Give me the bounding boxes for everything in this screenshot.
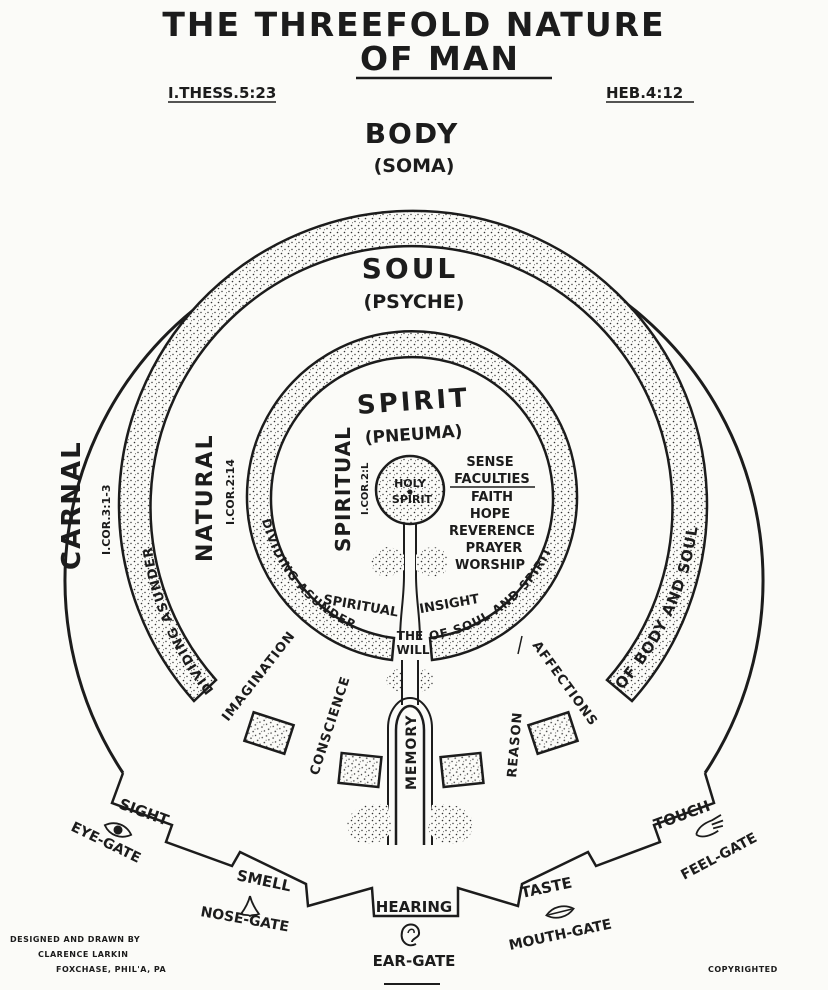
sight-label: SIGHT [117, 795, 172, 830]
carnal-reference: I.COR.3:1-3 [100, 485, 113, 555]
root-right [428, 804, 473, 844]
reason-label: REASON [505, 711, 526, 778]
mouth-icon [545, 904, 575, 921]
spirit-leaves [372, 547, 449, 576]
soul-label: SOUL [362, 252, 459, 285]
feel-gate-label: FEEL-GATE [678, 830, 759, 883]
touch-label: TOUCH [651, 797, 712, 834]
faculty-faith: FAITH [471, 490, 513, 505]
faculty-hope: HOPE [470, 507, 510, 522]
natural-label: NATURAL [193, 433, 218, 562]
affections-box [528, 712, 577, 754]
affections-tick [518, 636, 522, 654]
ear-gate-label: EAR-GATE [373, 952, 456, 970]
faculty-prayer: PRAYER [466, 541, 523, 556]
credits-line-3: FOXCHASE, PHIL'A, PA [56, 965, 167, 974]
sense-touch: TOUCH FEEL-GATE [651, 797, 760, 884]
holy-spirit-line-2: SPIRIT [392, 493, 433, 506]
copyright-label: COPYRIGHTED [708, 965, 778, 974]
spirit-stem [404, 524, 416, 575]
body-label: BODY [365, 117, 460, 150]
faculty-faculties: FACULTIES [454, 472, 530, 487]
faculty-worship: WORSHIP [455, 558, 525, 573]
faculty-reverence: REVERENCE [449, 524, 535, 539]
hearing-label: HEARING [376, 898, 452, 916]
spirit-faculties-list: SENSE FACULTIES FAITH HOPE REVERENCE PRA… [449, 455, 535, 573]
sense-gates-outline [112, 773, 714, 916]
sense-taste: TASTE MOUTH-GATE [508, 874, 614, 954]
ear-icon [402, 925, 419, 946]
title-line-2: OF MAN [360, 39, 520, 78]
spirit-sub-label: (PNEUMA) [364, 422, 463, 449]
reference-right: HEB.4:12 [606, 84, 683, 102]
conscience-box [339, 753, 382, 787]
smell-label: SMELL [235, 866, 293, 895]
soul-sub-label: (PSYCHE) [364, 291, 465, 313]
will-line-2: WILL [397, 643, 430, 657]
spirit-label: SPIRIT [356, 383, 471, 421]
spiritual-label: SPIRITUAL [331, 426, 355, 552]
imagination-box [244, 712, 293, 754]
root-left [347, 804, 392, 844]
credits-line-2: CLARENCE LARKIN [38, 950, 128, 959]
taste-label: TASTE [519, 874, 574, 902]
holy-spirit-line-1: HOLY [394, 477, 427, 490]
faculty-sense: SENSE [466, 455, 513, 470]
spiritual-reference: I.COR.2:L [360, 462, 371, 515]
will-line-1: THE [397, 629, 423, 643]
sense-sight: SIGHT EYE-GATE [68, 795, 172, 867]
reason-box [441, 753, 484, 787]
will-knot [387, 669, 434, 692]
sense-smell: SMELL NOSE-GATE [199, 866, 293, 935]
sense-hearing: HEARING EAR-GATE [373, 898, 456, 984]
carnal-label: CARNAL [57, 440, 87, 570]
imagination-label: IMAGINATION [219, 629, 298, 725]
mouth-gate-label: MOUTH-GATE [508, 917, 614, 954]
spiritual-insight-right: INSIGHT [418, 592, 480, 617]
credits-line-1: DESIGNED AND DRAWN BY [10, 935, 140, 944]
memory-label: MEMORY [404, 715, 420, 790]
body-sub-label: (SOMA) [374, 155, 455, 177]
reference-left: I.THESS.5:23 [168, 84, 276, 102]
natural-reference: I.COR.2:14 [224, 459, 237, 525]
